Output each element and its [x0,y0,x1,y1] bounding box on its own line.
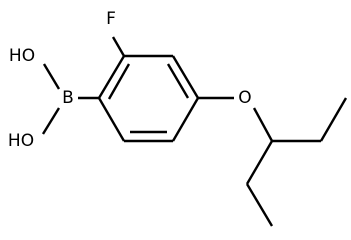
bond-lines [41,36,348,227]
boron-label: B [62,88,74,108]
bond-oxygen-ch [252,107,274,142]
ring-bond-c1-c2 [97,55,126,99]
ring-bond-c6-c1 [97,97,126,142]
ring-bond-c4-c5 [171,97,200,142]
chemical-structure: F B HO HO O [8,9,348,227]
bond-ch2-ch3-upper [319,97,348,142]
bond-boron-hydroxyl-bottom [41,107,61,135]
fluorine-label: F [106,9,116,29]
ring-bond-c3-c4 [171,55,200,99]
bond-ch-ch2-lower [245,140,274,185]
bond-c2-fluorine [111,36,126,57]
ring-double-bond-c3-c4 [166,63,190,99]
ether-oxygen-label: O [238,88,251,108]
bond-ch2-ch3-lower [245,183,274,227]
hydroxyl-bottom-label: HO [8,131,34,151]
atom-labels: F B HO HO O [8,9,252,151]
ring-double-bond-c1-c2 [107,63,131,100]
hydroxyl-top-label: HO [9,46,35,66]
bond-boron-hydroxyl-top [42,63,61,90]
